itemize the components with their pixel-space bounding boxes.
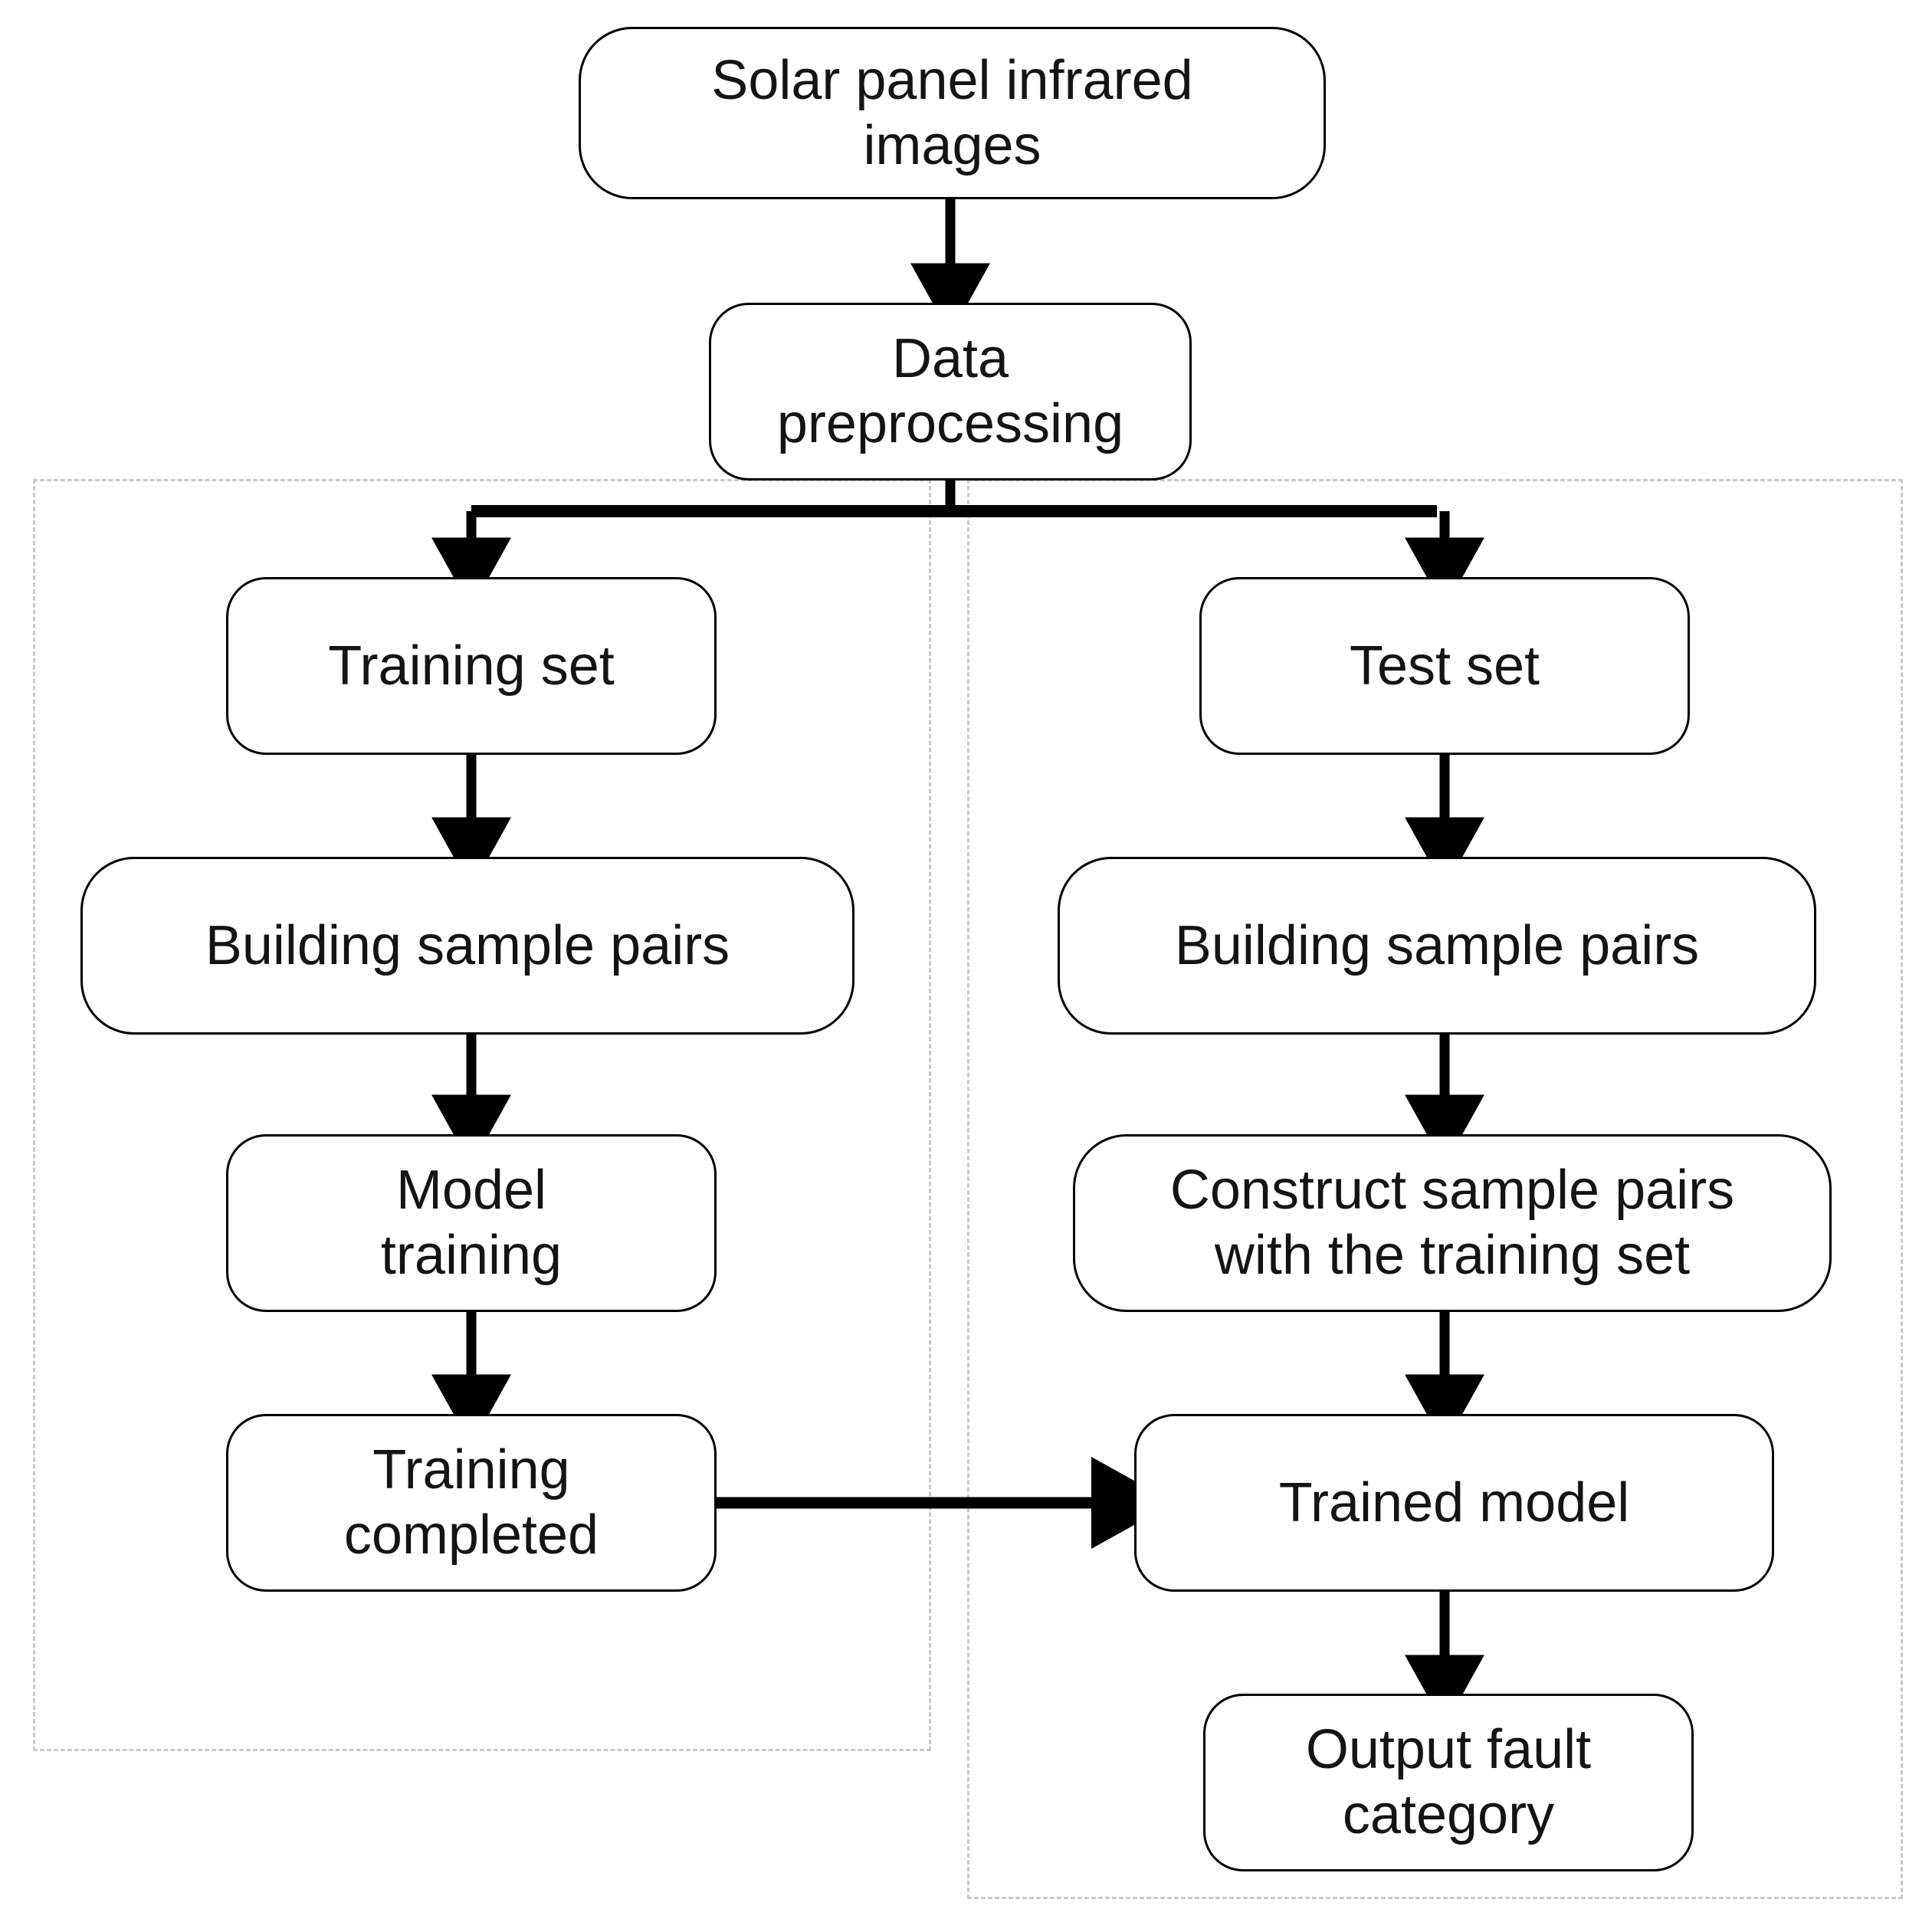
node-label: Construct sample pairs with the training… xyxy=(1169,1160,1735,1286)
group-training-stage xyxy=(33,479,931,1751)
node-solar-panel-infrared-images[interactable]: Solar panel infrared images xyxy=(579,27,1326,199)
node-label: Test set xyxy=(1349,635,1540,697)
node-model-training[interactable]: Model training xyxy=(226,1134,717,1312)
node-training-completed[interactable]: Training completed xyxy=(226,1414,717,1592)
node-data-preprocessing[interactable]: Data preprocessing xyxy=(709,303,1192,481)
node-label: Data preprocessing xyxy=(776,328,1124,454)
node-label: Model training xyxy=(380,1160,563,1286)
node-output-fault-category[interactable]: Output fault category xyxy=(1203,1694,1694,1871)
node-test-set[interactable]: Test set xyxy=(1199,577,1690,755)
node-label: Training set xyxy=(328,635,615,697)
node-label: Training completed xyxy=(343,1439,599,1566)
node-label: Building sample pairs xyxy=(205,914,730,976)
node-training-set[interactable]: Training set xyxy=(226,577,717,755)
node-building-sample-pairs-test[interactable]: Building sample pairs xyxy=(1058,857,1816,1035)
node-construct-sample-pairs-with-training-set[interactable]: Construct sample pairs with the training… xyxy=(1073,1134,1832,1312)
node-label: Trained model xyxy=(1278,1471,1630,1533)
node-trained-model[interactable]: Trained model xyxy=(1134,1414,1774,1592)
node-label: Output fault category xyxy=(1305,1719,1592,1845)
node-label: Solar panel infrared images xyxy=(711,49,1193,176)
node-building-sample-pairs-training[interactable]: Building sample pairs xyxy=(80,857,854,1035)
group-testing-stage xyxy=(967,479,1903,1899)
node-label: Building sample pairs xyxy=(1174,914,1700,976)
